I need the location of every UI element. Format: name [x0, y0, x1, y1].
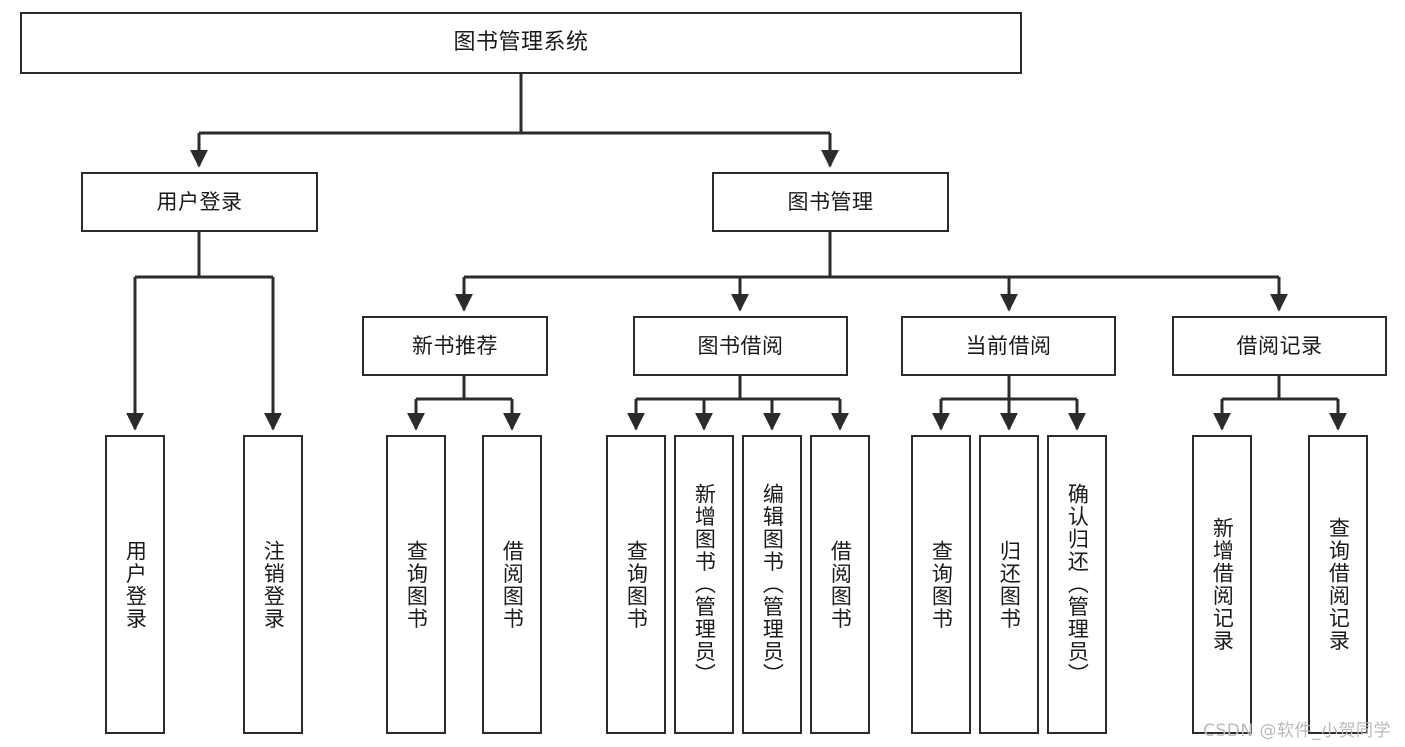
node-label: 新书推荐 [412, 333, 498, 358]
node-label: 新增借阅记录 [1210, 517, 1235, 652]
node-leaf-confirm-return-admin[interactable]: 确认归还（管理员） [1047, 435, 1107, 734]
node-label: 借阅图书 [828, 539, 853, 630]
node-label: 编辑图书（管理员） [760, 483, 785, 686]
node-leaf-borrow-book-recommend[interactable]: 借阅图书 [482, 435, 542, 734]
node-label: 确认归还（管理员） [1065, 483, 1090, 686]
node-leaf-query-book-borrow[interactable]: 查询图书 [606, 435, 666, 734]
node-leaf-add-book-admin[interactable]: 新增图书（管理员） [674, 435, 734, 734]
node-leaf-edit-book-admin[interactable]: 编辑图书（管理员） [742, 435, 802, 734]
node-label: 新增图书（管理员） [692, 483, 717, 686]
watermark-text: CSDN @软件_小贺同学 [1203, 721, 1391, 741]
node-label: 图书借阅 [697, 333, 784, 358]
node-user-login[interactable]: 用户登录 [81, 172, 318, 232]
node-leaf-query-book-current[interactable]: 查询图书 [911, 435, 971, 734]
node-leaf-query-book-recommend[interactable]: 查询图书 [386, 435, 446, 734]
node-label: 归还图书 [997, 539, 1022, 630]
node-label: 借阅图书 [500, 539, 525, 630]
node-leaf-add-borrow-record[interactable]: 新增借阅记录 [1192, 435, 1252, 734]
node-current-borrow[interactable]: 当前借阅 [901, 316, 1116, 376]
node-borrow-record[interactable]: 借阅记录 [1172, 316, 1387, 376]
node-label: 查询图书 [929, 539, 954, 630]
node-label: 查询借阅记录 [1326, 517, 1351, 652]
node-label: 注销登录 [261, 539, 286, 630]
node-leaf-user-login[interactable]: 用户登录 [105, 435, 165, 734]
node-leaf-query-borrow-record[interactable]: 查询借阅记录 [1308, 435, 1368, 734]
node-leaf-borrow-book[interactable]: 借阅图书 [810, 435, 870, 734]
node-book-management[interactable]: 图书管理 [712, 172, 949, 232]
node-label: 图书管理 [787, 189, 874, 214]
node-leaf-return-book[interactable]: 归还图书 [979, 435, 1039, 734]
node-label: 图书管理系统 [453, 29, 589, 55]
node-label: 查询图书 [404, 539, 429, 630]
node-label: 用户登录 [156, 189, 243, 214]
node-book-management-system[interactable]: 图书管理系统 [20, 12, 1022, 74]
node-leaf-logout[interactable]: 注销登录 [243, 435, 303, 734]
node-label: 用户登录 [123, 539, 148, 630]
node-label: 借阅记录 [1236, 333, 1323, 358]
node-label: 查询图书 [624, 539, 649, 630]
node-book-borrow[interactable]: 图书借阅 [633, 316, 848, 376]
node-label: 当前借阅 [965, 333, 1052, 358]
node-new-book-recommend[interactable]: 新书推荐 [362, 316, 548, 376]
